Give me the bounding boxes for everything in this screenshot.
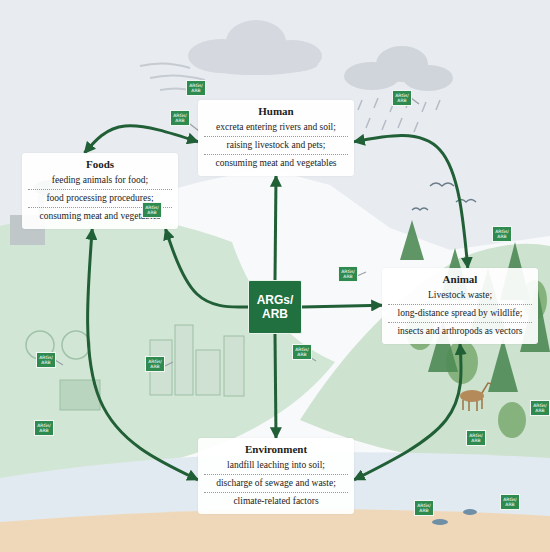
gene-tag: ARGs/ ARB [142,202,162,218]
source-box: Environmentlandfill leaching into soil;d… [198,438,354,514]
birds [412,183,476,210]
pathway-item: insects and arthropods as vectors [388,323,532,340]
pathway-item: feeding animals for food; [28,172,172,190]
connector-arrow [354,136,468,268]
gene-tag: ARGs/ ARB [492,226,512,242]
building [224,336,244,396]
cloud [194,53,318,75]
sand-bank [0,509,550,552]
pathway-item: Livestock waste; [388,287,532,305]
source-box: AnimalLivestock waste;long-distance spre… [382,268,538,344]
right-hill [300,244,550,464]
connector-arrow [354,344,461,480]
rain-cloud [403,65,453,91]
connector-arrow [275,176,276,280]
gene-tag: ARGs/ ARB [338,266,358,282]
node-title: Foods [28,156,172,172]
gene-tag: ARGs/ ARB [34,420,54,436]
node-title: Animal [388,271,532,287]
core-box: ARGs/ ARB [248,280,302,334]
node-title: Human [204,103,348,119]
building [175,325,193,395]
connector-arrow [88,229,198,480]
pathway-item: long-distance spread by wildlife; [388,305,532,323]
deer-legs [463,383,492,411]
source-box: Humanexcreta entering rivers and soil;ra… [198,100,354,176]
gene-tag: ARGs/ ARB [36,352,56,368]
tree [498,402,526,438]
gene-tag: ARGs/ ARB [414,500,434,516]
gene-tag: ARGs/ ARB [186,80,206,96]
pathway-item: consuming meat and vegetables [204,155,348,172]
connector-arrow [275,334,276,438]
gene-tag: ARGs/ ARB [466,430,486,446]
connector-arrow [166,229,248,307]
fish [432,519,448,525]
gene-tag: ARGs/ ARB [500,494,520,510]
gene-tag: ARGs/ ARB [292,344,312,360]
pathway-item: climate-related factors [204,493,348,510]
pathway-item: raising livestock and pets; [204,137,348,155]
barn [60,380,100,410]
pathway-item: landfill leaching into soil; [204,457,348,475]
building [196,350,220,395]
gene-tag: ARGs/ ARB [145,356,165,372]
gene-tag: ARGs/ ARB [170,110,190,126]
connector-arrow [84,126,198,153]
node-title: Environment [204,441,348,457]
gene-tag: ARGs/ ARB [530,400,550,416]
core-label: ARGs/ ARB [249,293,301,321]
water [0,452,550,552]
pathway-item: discharge of sewage and waste; [204,475,348,493]
tank [62,331,90,359]
gene-tag: ARGs/ ARB [392,90,412,106]
fish [463,509,477,515]
connector-arrow [302,305,382,307]
pathway-item: excreta entering rivers and soil; [204,119,348,137]
